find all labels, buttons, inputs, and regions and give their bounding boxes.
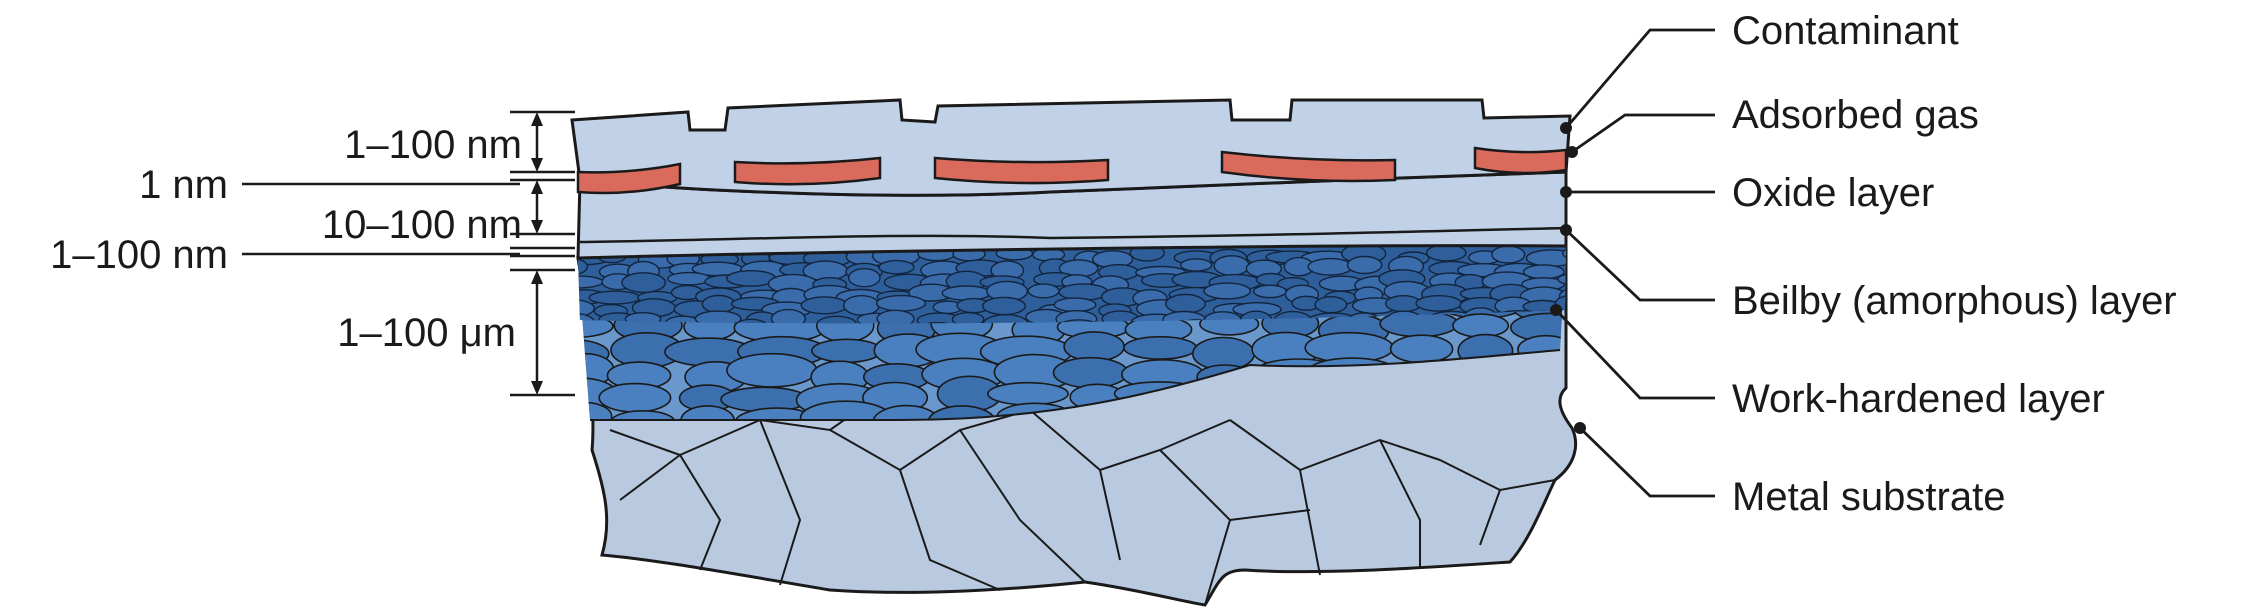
grain — [843, 294, 881, 316]
grain — [598, 382, 672, 413]
grain — [1565, 261, 1566, 277]
grain — [701, 294, 736, 314]
grain — [1203, 282, 1252, 300]
grain — [578, 313, 596, 324]
grain — [578, 275, 604, 289]
adsorbed-gas-strip — [1473, 146, 1568, 175]
grain — [1027, 283, 1060, 299]
grain — [800, 296, 849, 315]
grain — [1058, 283, 1109, 301]
grain — [1575, 316, 1606, 329]
callout-dots — [1550, 122, 1586, 434]
grain — [951, 311, 985, 324]
grain — [1175, 319, 1217, 324]
grain — [578, 314, 614, 339]
grain — [1253, 284, 1287, 299]
grain — [1425, 245, 1467, 262]
contaminant-thickness-label: 1–100 nm — [344, 123, 522, 167]
adsorbed-gas-strip — [933, 156, 1110, 185]
grain — [610, 409, 676, 420]
adsorbed-gas-strips — [576, 146, 1568, 195]
grain — [667, 271, 711, 286]
dimension-annotations — [242, 110, 575, 397]
grain — [1525, 249, 1566, 268]
grain — [1415, 294, 1462, 312]
grain — [1561, 246, 1566, 261]
grain — [1558, 286, 1566, 306]
grain — [847, 268, 881, 288]
grain — [1164, 293, 1206, 314]
label-contaminant: Contaminant — [1732, 9, 1959, 53]
grain — [770, 308, 806, 324]
grain — [588, 290, 641, 305]
grain — [680, 405, 736, 420]
adsorbed-gas-strip — [576, 162, 682, 195]
grain — [732, 318, 770, 324]
oxide-inner-line — [579, 226, 1567, 244]
adsorbed-gas-strip — [733, 156, 882, 186]
grain — [875, 294, 927, 312]
work-hardened-thickness-label: 1–100 μm — [337, 311, 516, 355]
grain — [1213, 255, 1250, 277]
grain — [927, 405, 997, 420]
grain — [811, 338, 883, 364]
grain — [664, 315, 701, 324]
grain — [1123, 335, 1198, 360]
grain — [1063, 331, 1125, 363]
grain — [1491, 245, 1526, 264]
grain — [1561, 327, 1609, 339]
grain — [621, 272, 666, 294]
grain — [726, 352, 818, 388]
grain — [982, 296, 1027, 316]
grain — [1346, 255, 1383, 275]
grain — [1307, 257, 1353, 276]
grain — [871, 404, 941, 420]
grain — [917, 321, 957, 324]
grain — [1179, 258, 1213, 272]
grain — [578, 257, 589, 276]
label-adsorbed-gas: Adsorbed gas — [1732, 93, 1979, 137]
work-hardened-boundary — [590, 349, 1561, 421]
oxide-thickness-label: 10–100 nm — [322, 203, 522, 247]
adsorbed-gas-strip — [1220, 150, 1397, 183]
grain — [1389, 334, 1454, 364]
grain — [1314, 296, 1348, 314]
label-oxide-layer: Oxide layer — [1732, 171, 1934, 215]
grain — [876, 309, 915, 324]
grain — [578, 352, 615, 387]
grain — [734, 407, 820, 420]
adsorbed-gas-thickness-label: 1 nm — [139, 163, 228, 207]
grain — [1054, 319, 1103, 324]
grain — [578, 298, 596, 318]
grain — [1557, 271, 1566, 287]
grain — [1452, 313, 1510, 338]
label-metal-substrate: Metal substrate — [1732, 475, 2005, 519]
label-beilby-layer: Beilby (amorphous) layer — [1732, 279, 2177, 323]
grain — [941, 285, 992, 301]
grain — [1052, 356, 1129, 389]
grain — [982, 313, 1029, 324]
grain — [1554, 293, 1566, 314]
dimension-arrowheads — [531, 112, 543, 395]
callout-leaders — [1554, 28, 1715, 498]
grain — [816, 315, 857, 324]
grain — [987, 381, 1069, 406]
label-work-hardened-layer: Work-hardened layer — [1732, 377, 2105, 421]
grain — [878, 259, 915, 275]
beilby-thickness-label: 1–100 nm — [50, 233, 228, 277]
grain — [1053, 297, 1097, 313]
